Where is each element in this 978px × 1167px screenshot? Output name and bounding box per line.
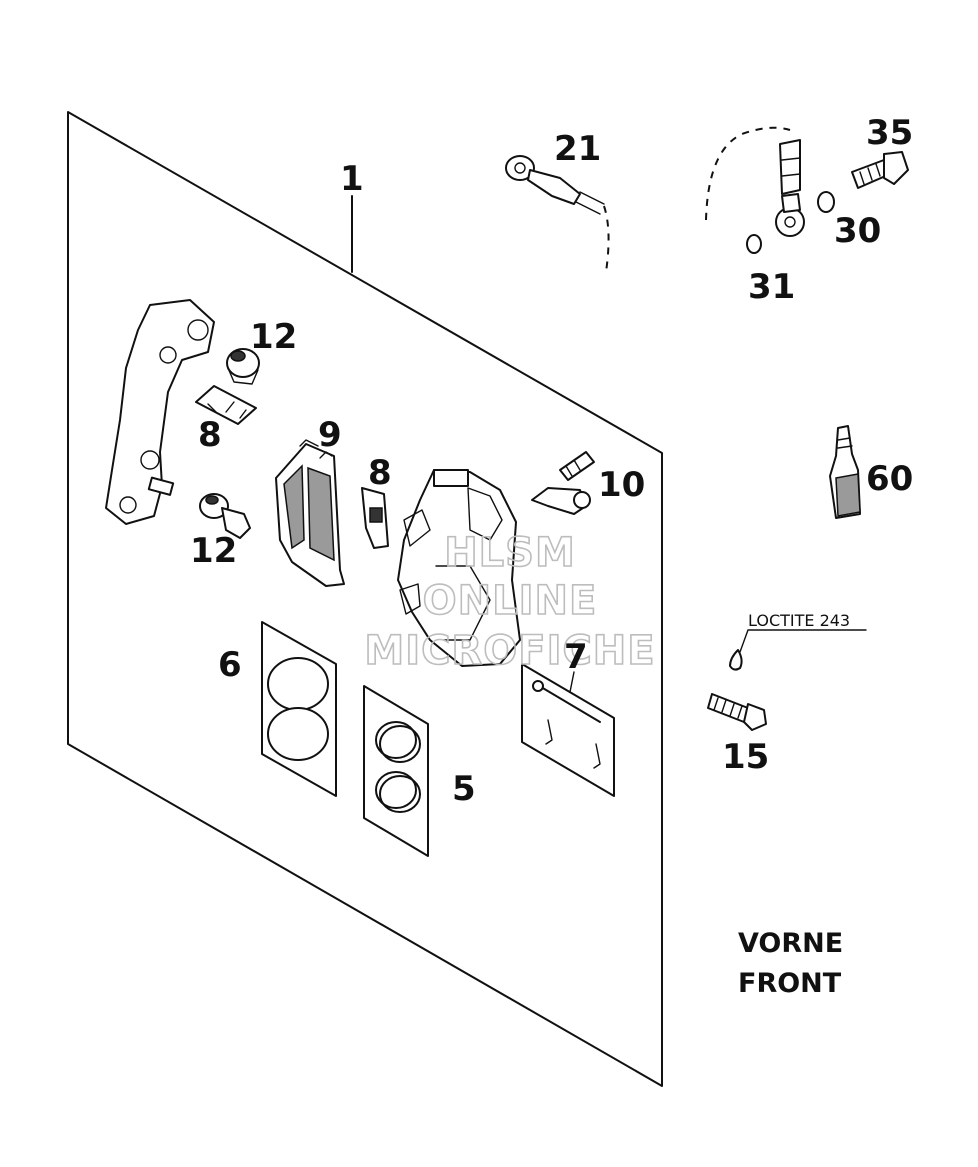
part-5-seals-kit — [363, 685, 429, 857]
leader-7 — [569, 671, 575, 693]
watermark-line-2: ONLINE — [423, 578, 598, 624]
callout-9: 9 — [318, 415, 342, 455]
part-8-lower-clip — [361, 487, 389, 549]
part-10-bleeder — [531, 451, 595, 515]
callout-31: 31 — [748, 267, 795, 307]
part-12-lower-bolt — [199, 493, 251, 539]
callout-15: 15 — [722, 737, 769, 777]
callout-12-lower: 12 — [190, 531, 237, 571]
callout-12-upper: 12 — [250, 317, 297, 357]
part-31-washer — [746, 234, 762, 254]
callout-10: 10 — [598, 465, 645, 505]
assembly-panel — [67, 111, 663, 1087]
part-upper-hose-banjo — [705, 126, 805, 237]
part-35-banjo-bolt — [851, 151, 909, 189]
watermark-line-1: HLSM — [444, 530, 576, 576]
callout-8-lower: 8 — [368, 453, 392, 493]
callout-21: 21 — [554, 129, 601, 169]
part-21-brake-line — [505, 155, 610, 273]
callout-8-upper: 8 — [198, 415, 222, 455]
part-60-loctite-bottle — [829, 425, 861, 519]
part-30-washer — [817, 191, 835, 213]
caliper-body — [397, 469, 521, 667]
part-8-upper-clip — [195, 385, 257, 425]
callout-30: 30 — [834, 211, 881, 251]
callout-60: 60 — [866, 459, 913, 499]
caliper-bracket — [105, 299, 215, 525]
part-9-brake-pads — [275, 439, 345, 587]
leader-loctite — [739, 629, 867, 653]
region-label-front: FRONT — [738, 968, 842, 999]
part-12-upper-bushing — [226, 348, 260, 385]
callout-5: 5 — [452, 769, 476, 809]
part-7-pin-kit — [521, 663, 615, 797]
callout-6: 6 — [218, 645, 242, 685]
loctite-label: LOCTITE 243 — [748, 611, 850, 630]
callout-1: 1 — [340, 159, 364, 199]
region-label-vorne: VORNE — [738, 928, 843, 959]
part-15-bolt — [707, 649, 767, 731]
part-6-pistons-kit — [261, 621, 337, 797]
watermark-line-3: MICROFICHE — [364, 628, 655, 674]
callout-7: 7 — [564, 637, 588, 677]
callout-35: 35 — [866, 113, 913, 153]
